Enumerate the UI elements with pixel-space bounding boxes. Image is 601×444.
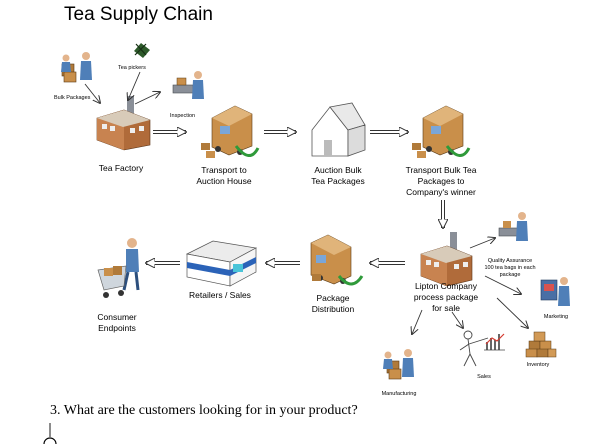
inspection-icon [172, 71, 204, 99]
diagram-title: Tea Supply Chain [64, 4, 213, 25]
consumer-icon [97, 238, 140, 298]
label-auction-bulk-1: Auction Bulk [314, 165, 362, 175]
tea-factory-icon [96, 96, 151, 151]
arrow-lipton-to-sales [451, 311, 463, 328]
label-qa-2: 100 tea bags in each [484, 265, 535, 271]
inventory-icon [525, 331, 557, 358]
arrow-lipton-to-marketing [484, 275, 521, 294]
transport-bulk-truck-icon [412, 105, 471, 158]
label-auction-bulk-2: Tea Packages [311, 176, 364, 186]
label-transport-auction-1: Transport to [201, 165, 247, 175]
label-manufacturing: Manufacturing [382, 391, 417, 397]
arrow-factory-to-inspection [134, 92, 160, 105]
bullet-circle-icon [43, 437, 57, 444]
question-text: 3. What are the customers looking for in… [50, 403, 358, 418]
label-transport-bulk-3: Company's winner [406, 187, 476, 197]
label-tea-factory: Tea Factory [99, 163, 144, 173]
sales-icon [459, 330, 505, 367]
label-transport-auction-2: Auction House [196, 176, 252, 186]
arrow-bulk-to-factory [84, 83, 100, 103]
arrow-lipton-to-inventory [496, 297, 528, 328]
label-consumer-2: Endpoints [98, 323, 136, 333]
arrow-pickers-to-factory [128, 71, 141, 100]
label-tea-pickers: Tea pickers [118, 65, 146, 71]
tea-plant-icon [134, 43, 150, 58]
package-distribution-icon [310, 234, 364, 286]
label-inspection: Inspection [170, 113, 195, 119]
label-transport-bulk-1: Transport Bulk Tea [406, 165, 477, 175]
bulk-packages-icon [61, 52, 92, 83]
label-consumer-1: Consumer [97, 312, 136, 322]
label-retailers: Retailers / Sales [189, 290, 251, 300]
label-marketing: Marketing [544, 314, 568, 320]
label-lipton-1: Lipton Company [415, 281, 478, 291]
manufacturing-icon [383, 349, 414, 380]
auction-house-icon [311, 102, 366, 157]
label-inventory: Inventory [527, 362, 550, 368]
label-lipton-2: process package [414, 292, 479, 302]
arrow-lipton-to-manufacturing [412, 309, 423, 334]
quality-assurance-icon [498, 212, 528, 241]
retail-store-icon [185, 240, 258, 287]
label-bulk-packages: Bulk Packages [54, 95, 91, 101]
label-qa-1: Quality Assurance [488, 258, 532, 264]
arrow-lipton-to-qa [469, 238, 495, 249]
flow-arrows [84, 71, 528, 334]
label-package-distribution-2: Distribution [312, 304, 355, 314]
label-lipton-3: for sale [432, 303, 460, 313]
transport-truck-icon [201, 105, 260, 158]
lipton-factory-icon [420, 232, 473, 287]
label-package-distribution-1: Package [316, 293, 349, 303]
label-qa-3: package [500, 272, 521, 278]
marketing-icon [540, 277, 570, 306]
label-transport-bulk-2: Packages to [418, 176, 465, 186]
label-sales: Sales [477, 374, 491, 380]
